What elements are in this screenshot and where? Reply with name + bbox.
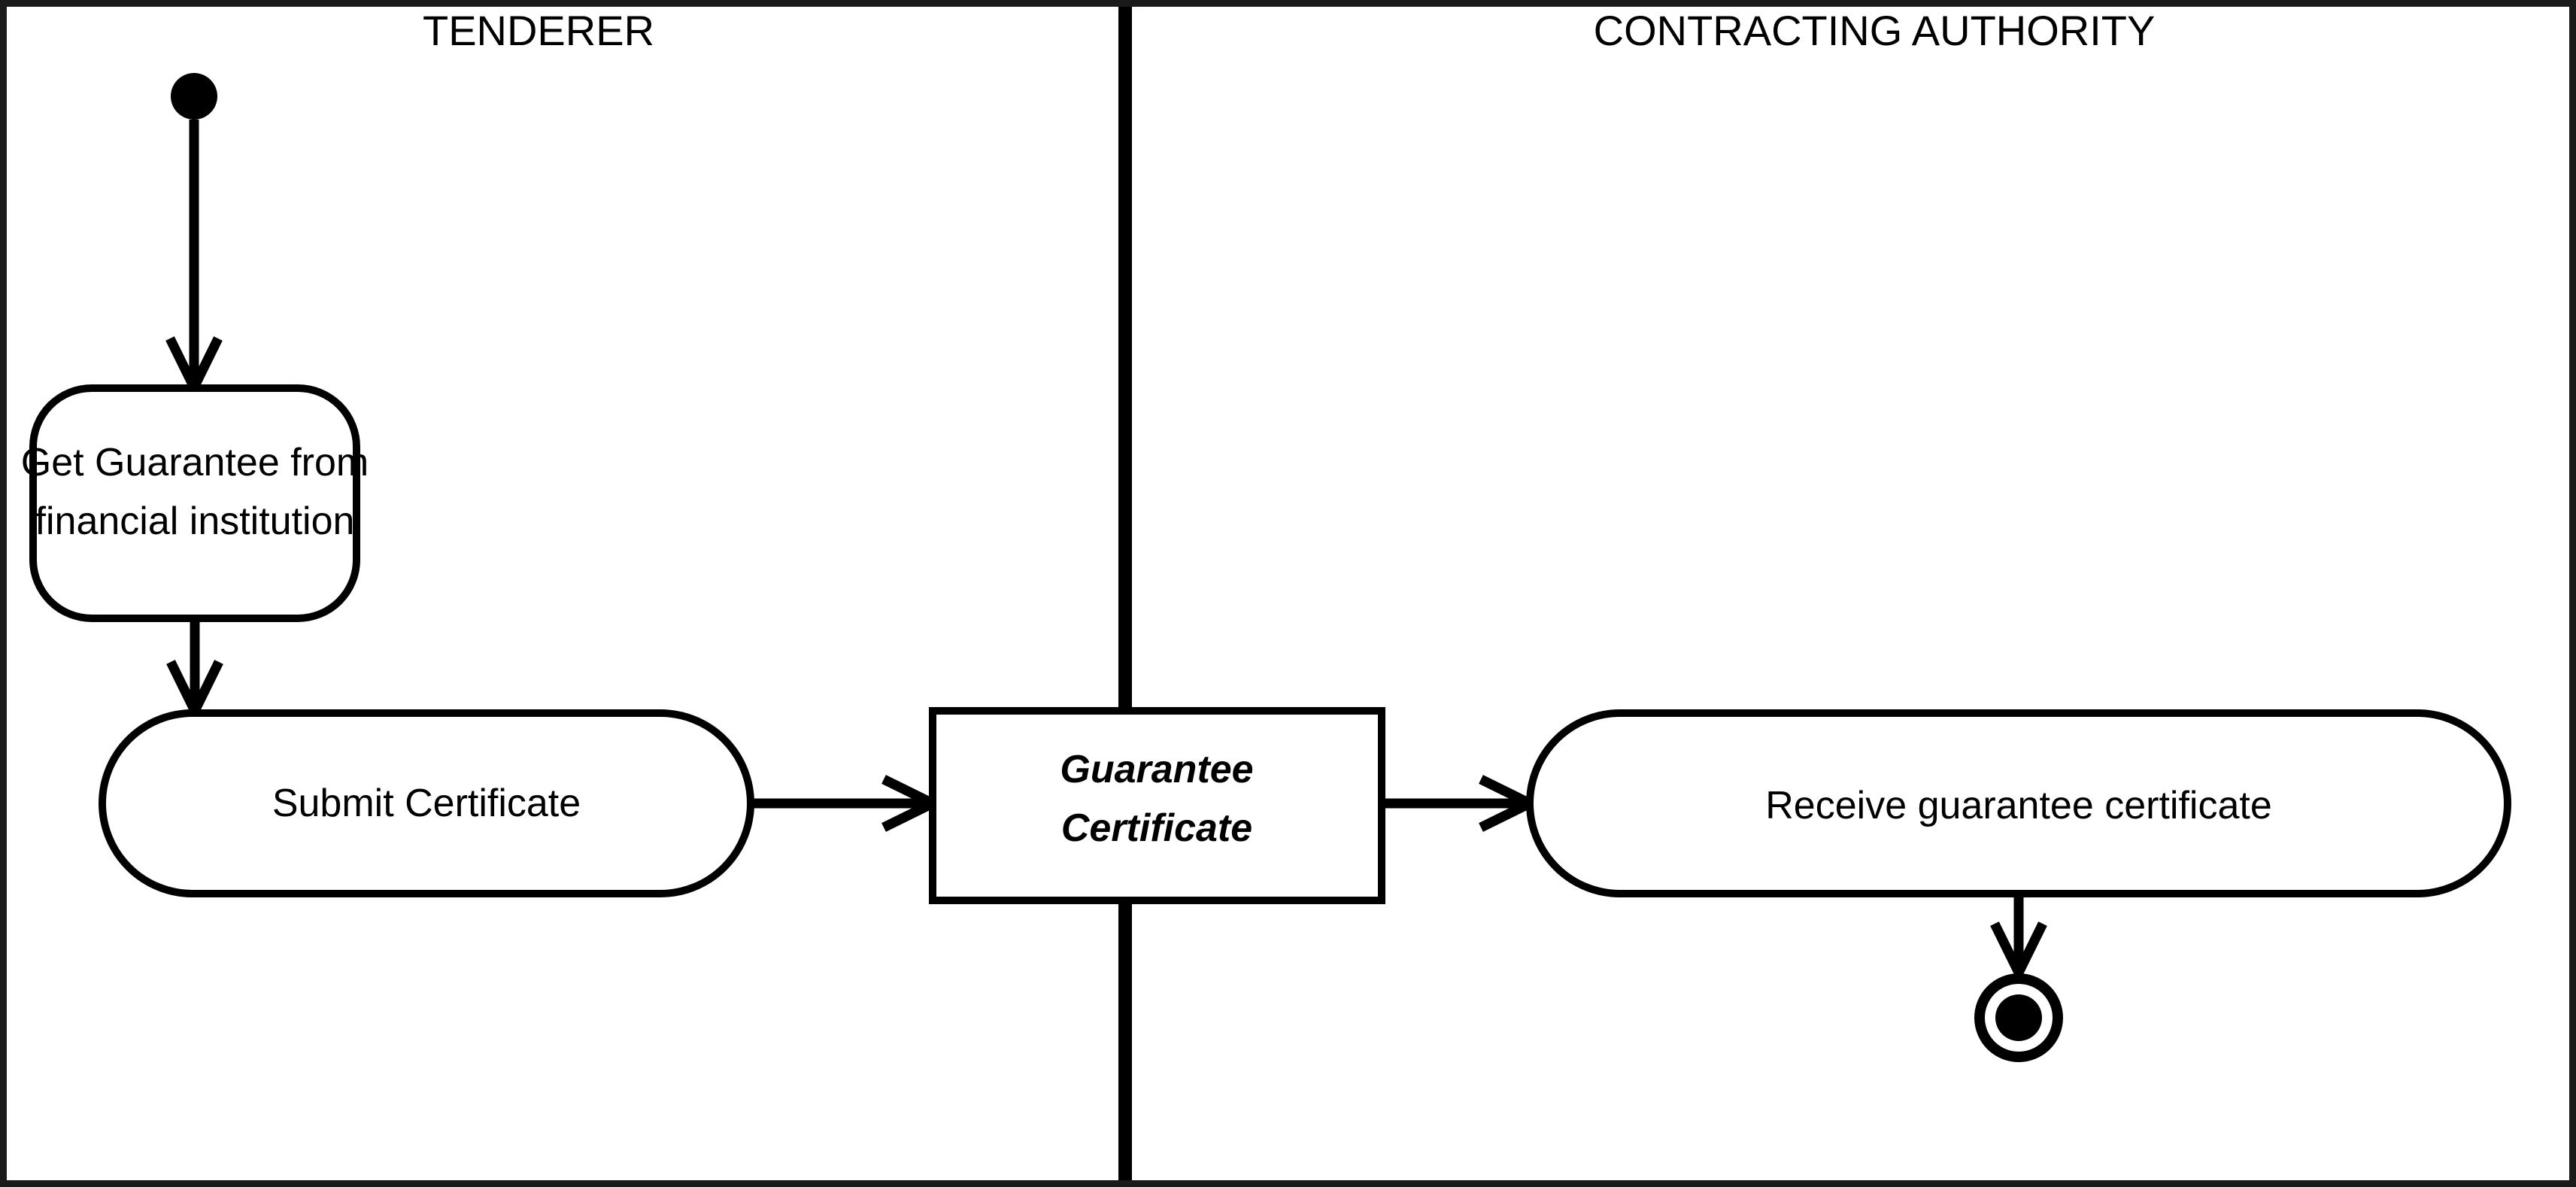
object-node-guarantee-certificate-shape [929,707,1385,904]
object-node-label-line2: Certificate [1061,806,1252,850]
action-receive-certificate[interactable]: Receive guarantee certificate [1526,709,2511,897]
partition-title-contracting-authority: CONTRACTING AUTHORITY [1594,7,2156,54]
initial-node [171,73,217,120]
object-node-guarantee-certificate[interactable]: Guarantee Certificate [929,707,1385,904]
action-get-guarantee[interactable]: Get Guarantee from financial institution [21,384,369,622]
action-submit-certificate-label: Submit Certificate [272,782,581,825]
activity-final-node [1974,973,2063,1062]
action-get-guarantee-label-line1: Get Guarantee from [21,441,369,484]
action-receive-certificate-label: Receive guarantee certificate [1765,784,2272,827]
action-get-guarantee-label-line2: financial institution [35,499,355,543]
activity-final-node-core [1995,994,2042,1041]
object-node-label-line1: Guarantee [1060,748,1253,791]
action-submit-certificate[interactable]: Submit Certificate [99,709,754,897]
partition-title-tenderer: TENDERER [423,7,654,54]
arrowhead-receive-to-final [1990,921,2047,984]
